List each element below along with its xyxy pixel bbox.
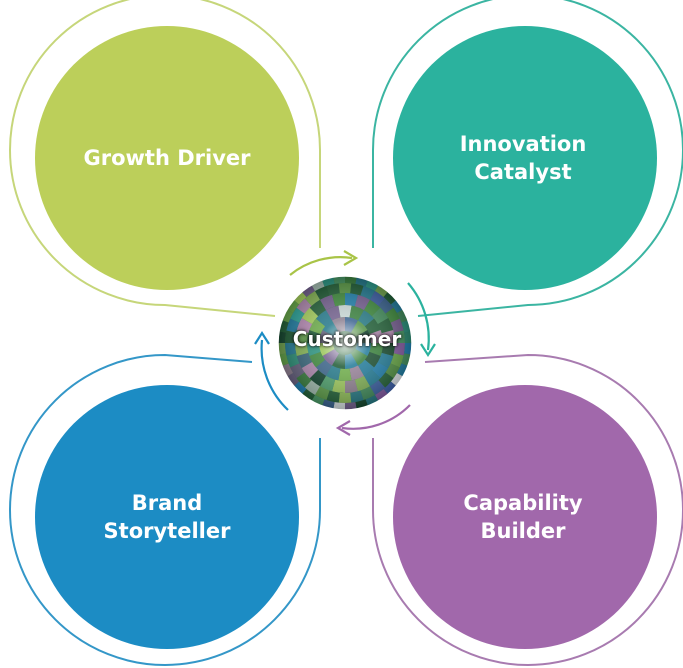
customer-label: Customer bbox=[292, 327, 402, 351]
innovation-catalyst-outline bbox=[372, 0, 683, 317]
innovation-catalyst-circle bbox=[393, 26, 657, 290]
arrow-teal-head bbox=[420, 343, 436, 358]
arrow-purple bbox=[341, 404, 411, 430]
capability-builder-label: Capability Builder bbox=[463, 491, 583, 543]
arrow-blue bbox=[260, 339, 289, 411]
capability-builder-circle bbox=[393, 385, 657, 649]
growth-driver-outline bbox=[9, 0, 321, 317]
brand-storyteller-label: Brand Storyteller bbox=[103, 491, 231, 543]
brand-storyteller-outline bbox=[9, 353, 321, 666]
brand-storyteller-circle bbox=[35, 385, 299, 649]
arrow-purple-head bbox=[335, 420, 351, 436]
growth-driver-label: Growth Driver bbox=[83, 146, 251, 170]
arrow-green bbox=[289, 256, 353, 276]
capability-builder-outline bbox=[372, 353, 683, 666]
arrow-blue-head bbox=[254, 330, 270, 345]
arrow-green-head bbox=[343, 250, 359, 266]
growth-driver-circle bbox=[35, 26, 299, 290]
innovation-catalyst-label: Innovation Catalyst bbox=[459, 132, 587, 184]
arrow-teal bbox=[407, 282, 430, 351]
cycle-arrows bbox=[254, 250, 436, 436]
